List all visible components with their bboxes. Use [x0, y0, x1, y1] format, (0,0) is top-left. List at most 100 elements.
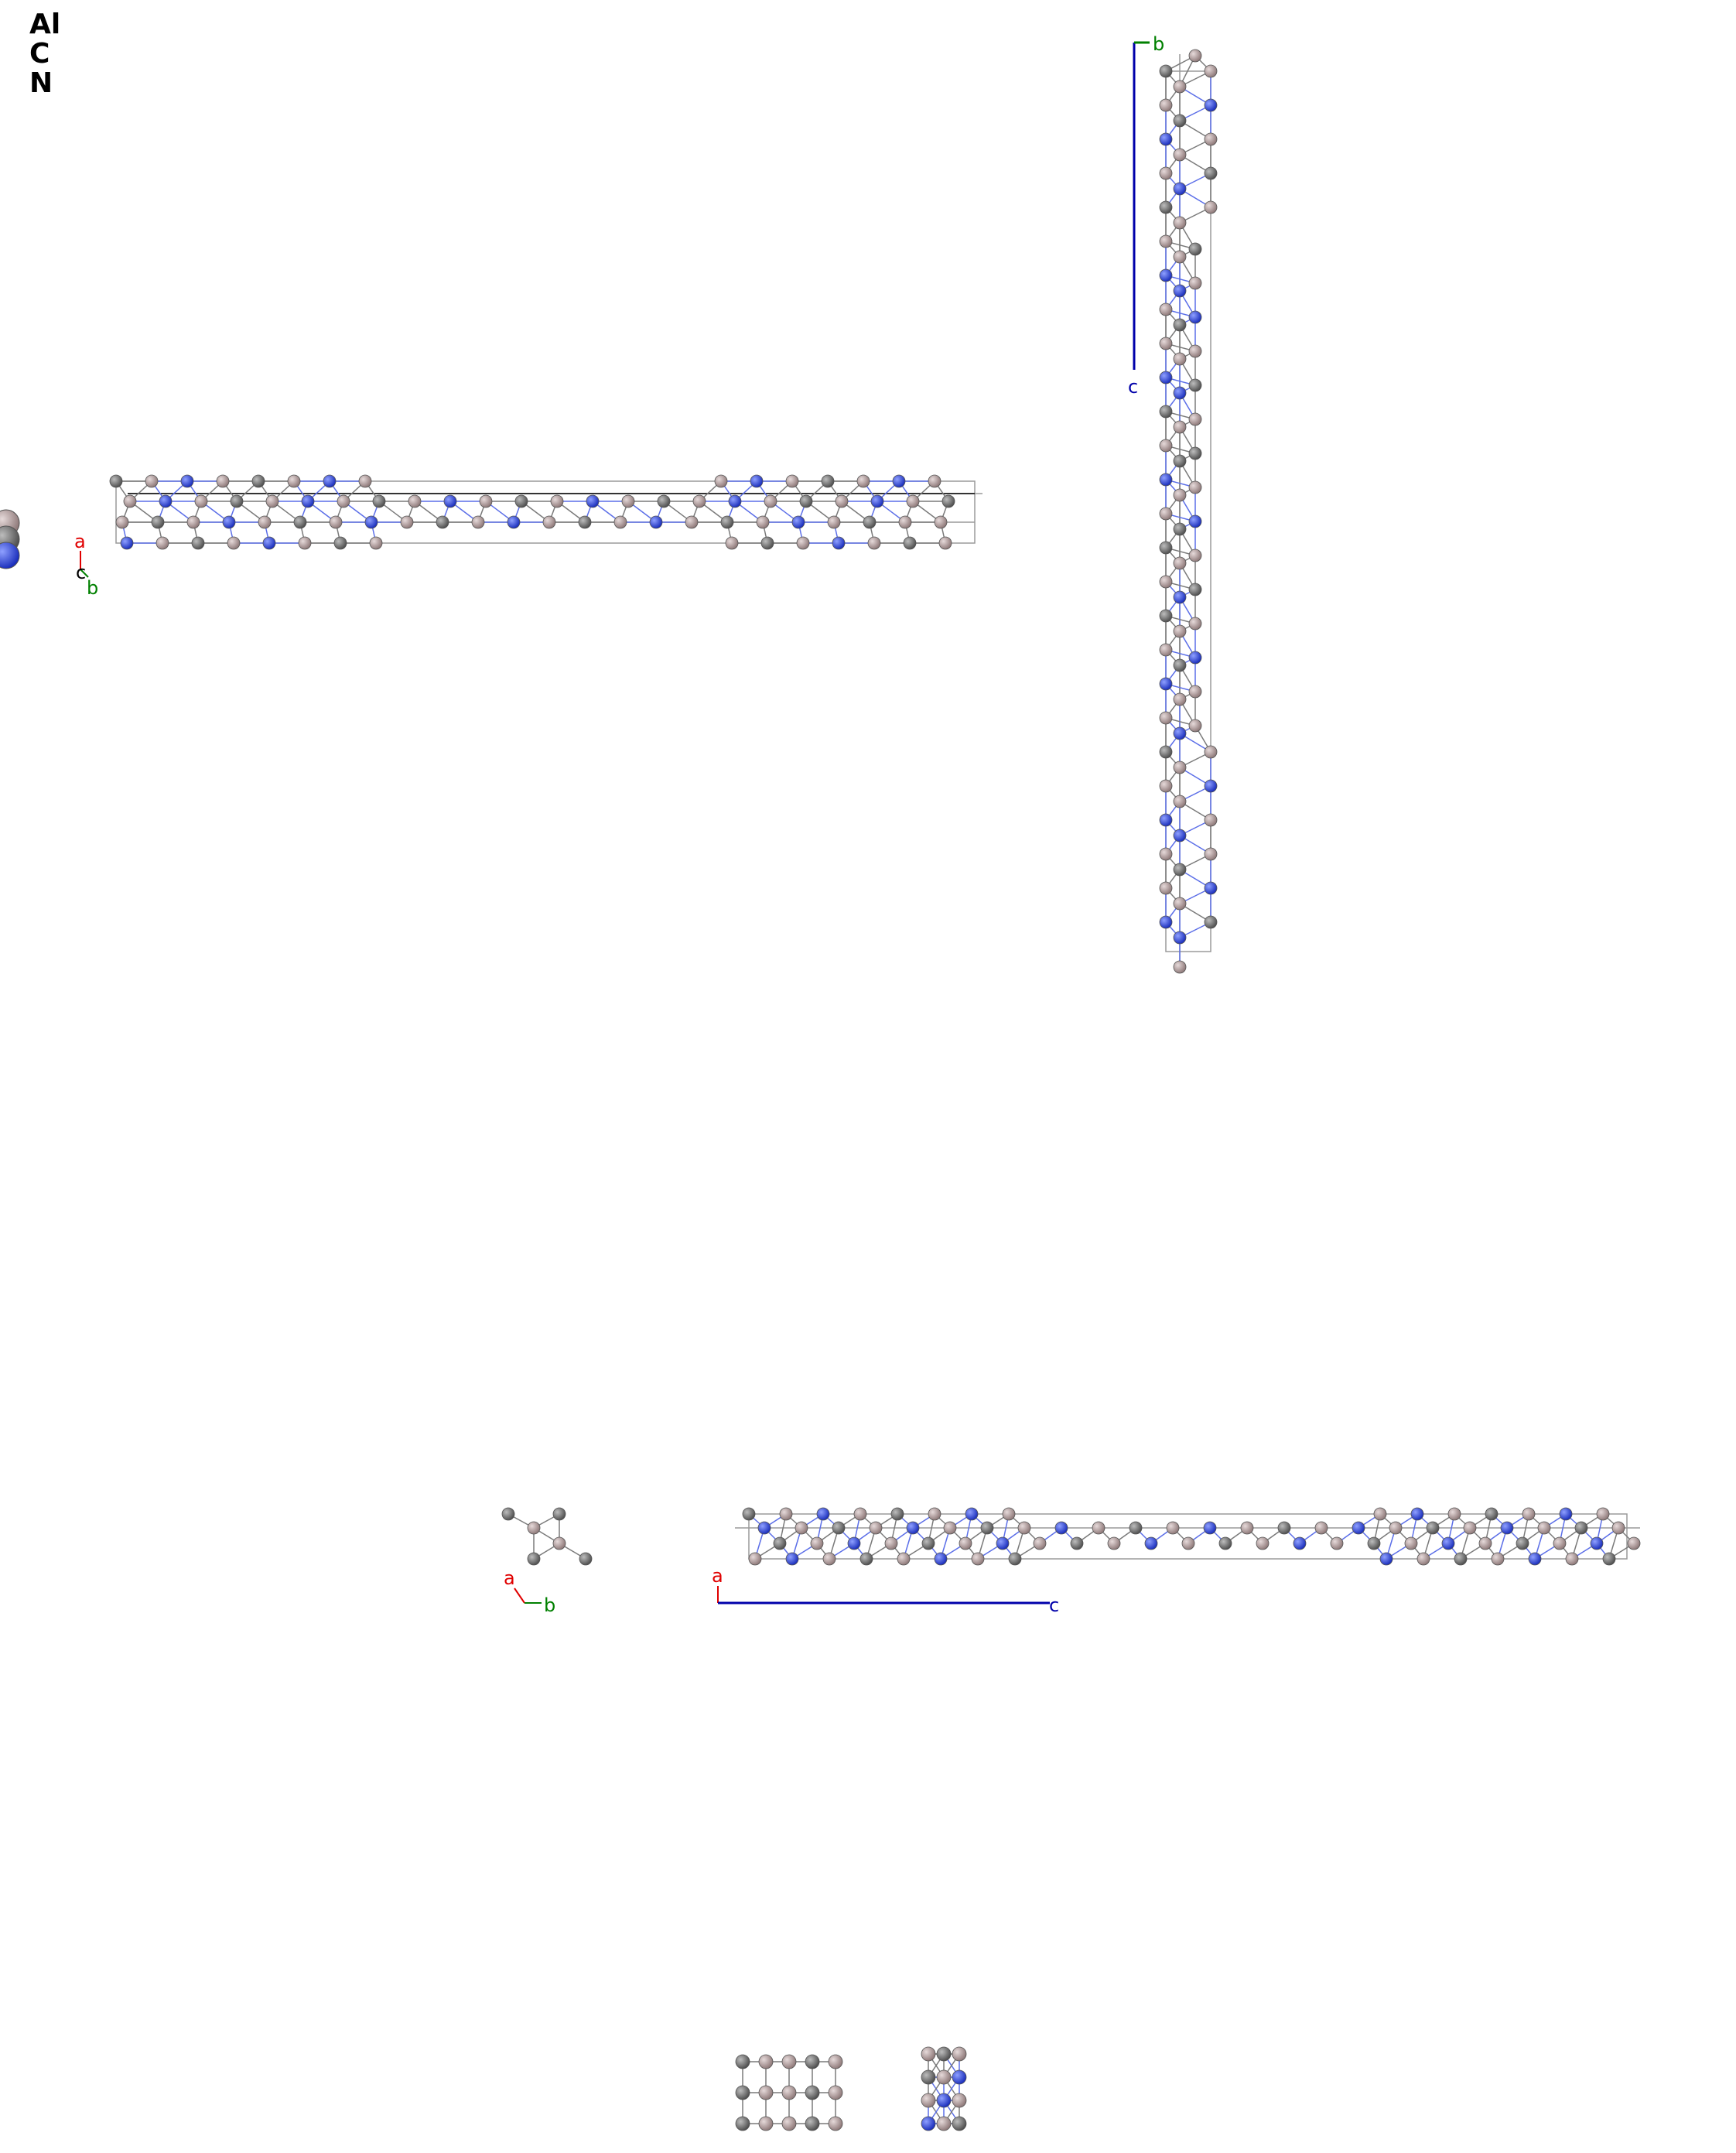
atom-n [1173, 590, 1187, 604]
atom-c [1159, 200, 1173, 214]
atom-c [1159, 405, 1173, 419]
atom-al [921, 2046, 936, 2062]
atom-al [265, 494, 279, 508]
atom-n [965, 1507, 979, 1521]
atom-c [1204, 915, 1218, 929]
atom-al [298, 536, 312, 550]
atom-n [180, 474, 194, 488]
atom-al [1188, 480, 1202, 494]
atom-al [827, 515, 841, 529]
atom-al [1173, 692, 1187, 706]
atom-al [1627, 1536, 1641, 1550]
atom-al [1033, 1536, 1047, 1550]
atom-n [159, 494, 173, 508]
atom-al [471, 515, 485, 529]
atom-al [1188, 719, 1202, 733]
atom-c [1159, 64, 1173, 78]
atom-c [1426, 1521, 1440, 1535]
atom-n [1204, 98, 1218, 112]
atom-al [1188, 617, 1202, 631]
atom-al [906, 494, 920, 508]
atom-al [1159, 166, 1173, 180]
atom-al [758, 2085, 774, 2100]
atom-c [1277, 1521, 1291, 1535]
atom-n [728, 494, 742, 508]
atom-al [1256, 1536, 1270, 1550]
atom-c [903, 536, 917, 550]
atom-n [791, 515, 805, 529]
atom-c [832, 1521, 846, 1535]
atom-al [781, 2085, 797, 2100]
axes-bottom-small: a b [504, 1567, 555, 1616]
atom-al [258, 515, 272, 529]
atom-c [936, 2046, 952, 2062]
atom-al [971, 1552, 985, 1566]
atom-c [735, 2054, 750, 2069]
atom-al [1159, 337, 1173, 350]
atom-al [155, 536, 169, 550]
atom-al [1447, 1507, 1461, 1521]
atom-n [1144, 1536, 1158, 1550]
atom-c [1173, 658, 1187, 672]
atom-al [1166, 1521, 1180, 1535]
atom-n [750, 474, 764, 488]
atom-n [1204, 779, 1218, 793]
atom-n [443, 494, 457, 508]
atom-al [194, 494, 208, 508]
atom-al [1463, 1521, 1477, 1535]
atom-n [1410, 1507, 1424, 1521]
atom-n [507, 515, 521, 529]
atom-al [1173, 250, 1187, 264]
atom-c [1188, 583, 1202, 596]
atom-c [1008, 1552, 1022, 1566]
atom-n [1054, 1521, 1068, 1535]
atom-al [1092, 1521, 1106, 1535]
atom-al [781, 2116, 797, 2131]
atom-c [552, 1507, 566, 1521]
atom-al [934, 515, 948, 529]
atom-al [758, 2054, 774, 2069]
atom-c [579, 1552, 593, 1566]
atom-al [867, 536, 881, 550]
atom-al [1204, 200, 1218, 214]
atom-n [120, 536, 134, 550]
atom-c [735, 2116, 750, 2131]
atom-al [1416, 1552, 1430, 1566]
atom-c [720, 515, 734, 529]
atom-c [1454, 1552, 1468, 1566]
atom-al [1565, 1552, 1579, 1566]
atom-al [1389, 1521, 1403, 1535]
atom-n [757, 1521, 771, 1535]
atom-al [943, 1521, 957, 1535]
legend-c: C [29, 38, 50, 70]
atom-n [1173, 726, 1187, 740]
atom-al [856, 474, 870, 488]
atom-al [123, 494, 137, 508]
atom-al [1611, 1521, 1625, 1535]
atom-n [785, 1552, 799, 1566]
atom-c [1159, 745, 1173, 759]
atom-n [996, 1536, 1010, 1550]
atom-c [1129, 1521, 1143, 1535]
atom-al [287, 474, 301, 488]
axes-bottom-long: a c [712, 1565, 1059, 1616]
atom-c [501, 1507, 515, 1521]
atom-al [853, 1507, 867, 1521]
atom-al [216, 474, 230, 488]
atom-al [764, 494, 777, 508]
atom-al [1173, 80, 1187, 94]
atom-al [1159, 847, 1173, 861]
atom-n [1173, 182, 1187, 196]
atom-n [1173, 829, 1187, 842]
atom-al [1522, 1507, 1536, 1521]
atom-al [1173, 760, 1187, 774]
atom-al [1159, 779, 1173, 793]
atom-n [1500, 1521, 1514, 1535]
atom-c [1218, 1536, 1232, 1550]
atom-n [1293, 1536, 1307, 1550]
atom-al [1159, 575, 1173, 589]
axis-label-a: a [712, 1565, 723, 1587]
atom-al [959, 1536, 972, 1550]
atom-c [1574, 1521, 1588, 1535]
axis-label-a: a [74, 531, 86, 552]
